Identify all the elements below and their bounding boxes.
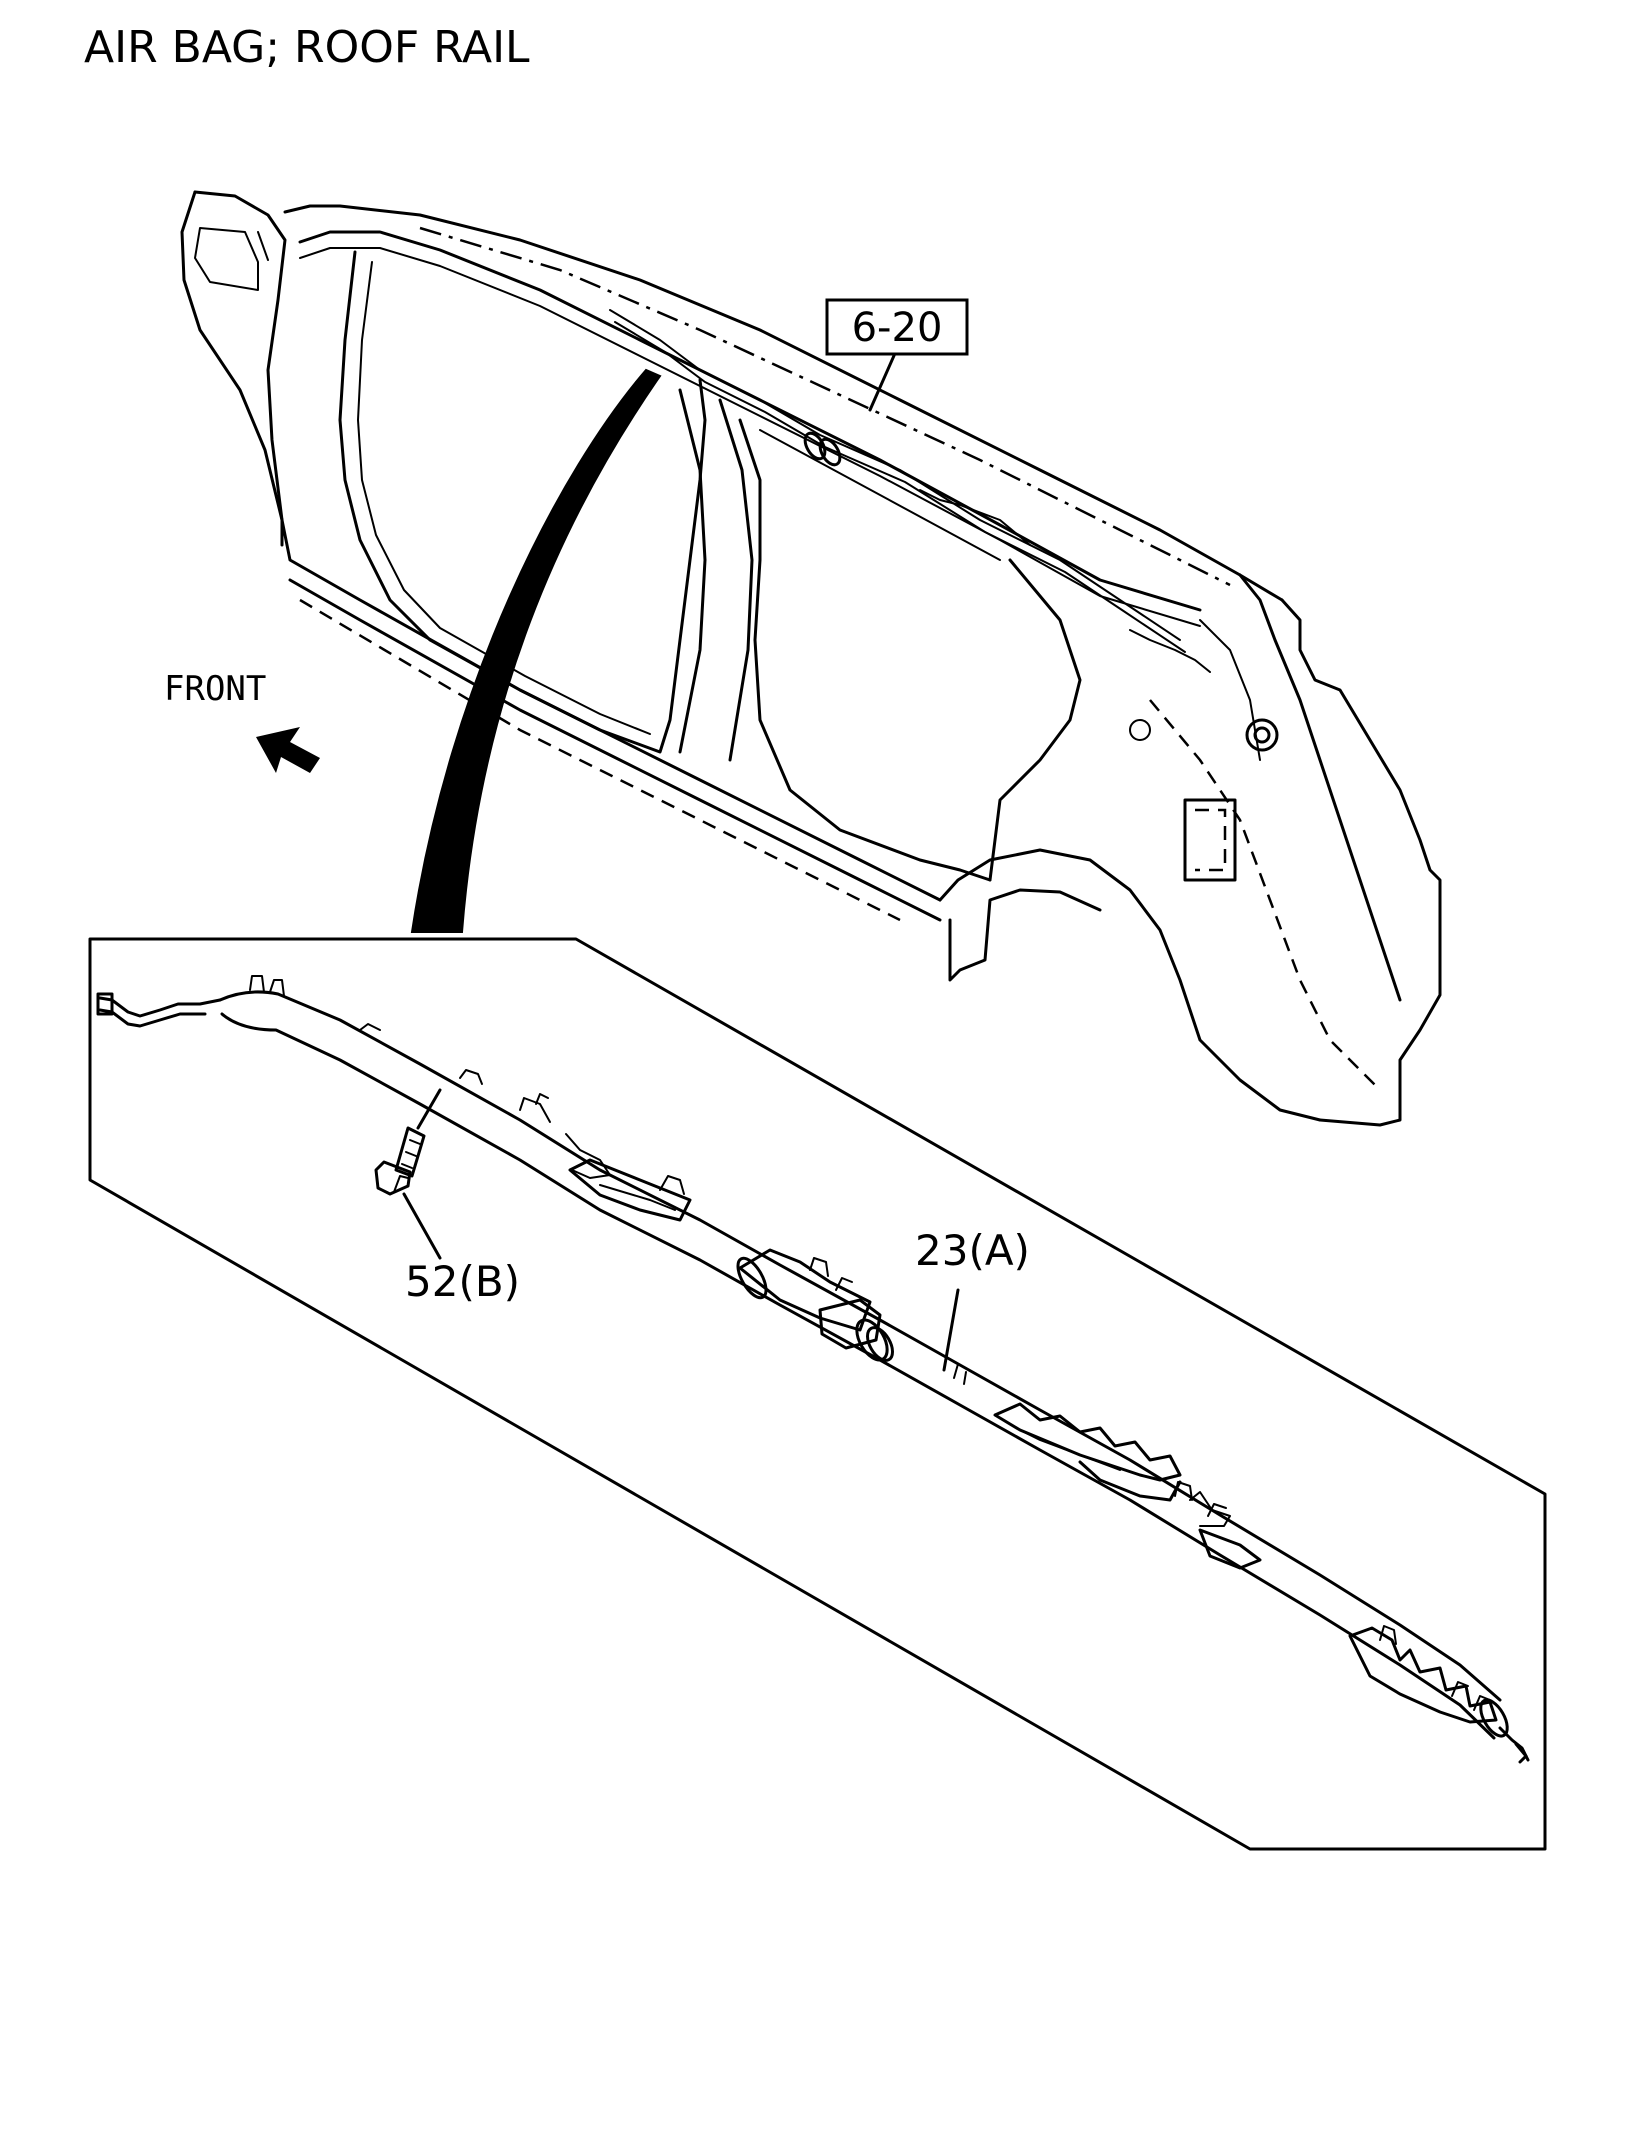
airbag-leader	[942, 1288, 960, 1372]
airbag-module	[96, 975, 1530, 1764]
arrow-up-left-icon	[256, 727, 320, 773]
detail-box	[88, 937, 1547, 1851]
reference-box: 6-20	[825, 298, 969, 356]
part-label-bolt: 52(B)	[405, 1257, 520, 1306]
bolt	[374, 1088, 442, 1260]
callout-swoosh	[410, 368, 662, 933]
body-side-panel	[180, 190, 1442, 1127]
reference-box-label: 6-20	[852, 305, 943, 351]
part-label-airbag: 23(A)	[915, 1226, 1030, 1275]
front-indicator: FRONT	[164, 669, 320, 773]
front-label: FRONT	[164, 669, 266, 709]
page-title: AIR BAG; ROOF RAIL	[84, 22, 530, 73]
